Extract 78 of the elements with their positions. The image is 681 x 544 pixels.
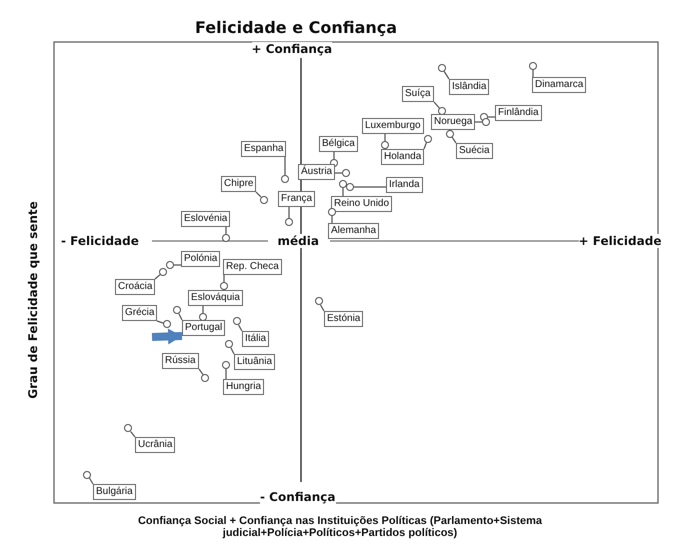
country-label: Luxemburgo [362, 118, 424, 134]
country-label: Croácia [115, 279, 156, 295]
data-point [529, 62, 537, 70]
country-label: Eslováquia [188, 290, 243, 306]
leader-line [198, 368, 204, 376]
arrow [152, 328, 182, 344]
country-label: Itália [242, 331, 270, 347]
data-point [342, 169, 350, 177]
data-point [438, 64, 446, 72]
data-point [222, 361, 230, 369]
leader-line [88, 478, 94, 484]
leader-line [230, 347, 235, 354]
country-label: Portugal [182, 320, 226, 336]
leader-line [288, 207, 290, 218]
data-point [163, 320, 172, 328]
data-point [339, 180, 347, 188]
country-label: Irlanda [386, 177, 423, 193]
leader-line [423, 142, 428, 150]
data-point [232, 317, 241, 326]
country-label: Suíça [402, 86, 434, 102]
axis-end-label: + Confiança [252, 42, 332, 56]
data-point [173, 306, 182, 314]
data-point [166, 261, 174, 269]
data-point [480, 113, 488, 121]
country-label: Finlândia [495, 105, 542, 121]
data-point [220, 282, 228, 290]
axis-title: Grau de Felicidade que sente [26, 201, 40, 399]
leader-line [354, 186, 386, 188]
data-point [201, 374, 210, 382]
axis-center-label: média [278, 234, 319, 248]
country-label: Eslovénia [181, 211, 230, 227]
country-label: Hungria [223, 379, 264, 395]
leader-line [444, 71, 450, 80]
leader-line [320, 304, 325, 312]
axis-end-label: - Confiança [260, 490, 336, 504]
country-label: Rep. Checa [223, 259, 282, 275]
leader-line [238, 324, 243, 332]
country-label: Estónia [324, 311, 364, 327]
country-label: Reino Unido [331, 196, 392, 212]
leader-line [178, 313, 183, 320]
country-label: Grécia [122, 305, 158, 321]
country-label: Bélgica [319, 136, 358, 152]
leader-line [130, 431, 136, 438]
leader-line [284, 157, 286, 175]
data-point [83, 470, 92, 479]
data-point [260, 196, 268, 204]
country-label: Áustria [298, 164, 336, 180]
country-label: Islândia [449, 79, 490, 95]
leader-line [434, 102, 440, 108]
country-label: Espanha [241, 141, 286, 157]
country-label: Alemanha [328, 223, 380, 239]
country-label: Dinamarca [532, 77, 586, 93]
country-label: Holanda [381, 149, 424, 165]
data-point [424, 134, 432, 143]
country-label: Rússia [162, 353, 199, 369]
data-point [328, 208, 336, 216]
data-point [159, 268, 168, 276]
country-label: Lituânia [234, 354, 276, 370]
data-point [482, 118, 490, 126]
chart-title: Felicidade e Confiança [195, 18, 398, 36]
country-label: Suécia [456, 143, 493, 159]
data-point [314, 297, 323, 306]
data-point [281, 175, 289, 183]
data-point [285, 218, 293, 226]
data-point [381, 141, 389, 149]
leader-line [225, 369, 227, 379]
country-label: França [278, 191, 316, 207]
axis-end-label: - Felicidade [61, 234, 139, 248]
data-point [346, 183, 354, 191]
data-point [222, 234, 230, 242]
country-label: Ucrânia [135, 437, 176, 453]
data-point [225, 340, 234, 348]
country-label: Noruega [431, 114, 476, 130]
data-point [124, 424, 132, 432]
country-label: Polónia [181, 251, 220, 267]
country-label: Bulgária [93, 484, 136, 500]
axis-end-label: + Felicidade [578, 234, 662, 248]
country-label: Chipre [221, 176, 256, 192]
